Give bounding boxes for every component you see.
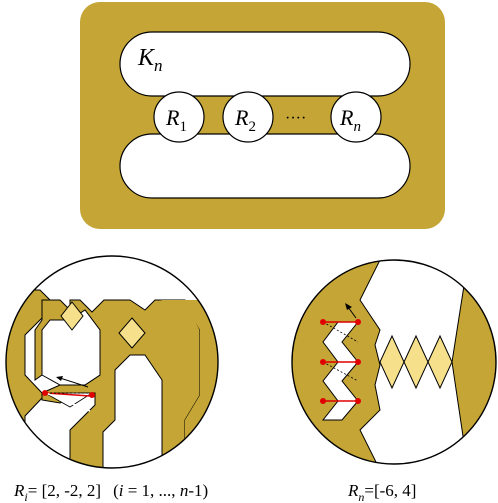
lower-white-hole (119, 133, 411, 199)
tangle-ri-crossing-light (43, 392, 94, 408)
knot-label: Kn (137, 45, 163, 75)
rational-label-1: R1 (165, 105, 187, 135)
tangle-ri-red-segment (45, 392, 91, 397)
rational-tangle-circle-1 (153, 91, 205, 143)
tangle-rn-dot-3 (320, 359, 326, 365)
arrowhead-icon (345, 303, 352, 310)
tangle-ri-white-line (45, 392, 91, 412)
ellipsis-dots: ···· (285, 110, 306, 127)
tangle-ri-arrow-line (59, 377, 89, 388)
knot-diagram-top: Kn R1 R2 Rn ···· (80, 2, 445, 229)
tangle-rn-dot-diag-1 (322, 321, 359, 343)
rational-tangle-circle-2 (222, 91, 274, 143)
tangle-rn-dot-2 (355, 319, 361, 325)
tangle-rn-dot-1 (320, 319, 326, 325)
upper-white-hole (119, 31, 411, 97)
caption-left: Ri= [2, -2, 2](i = 1, ..., n-1) (13, 481, 208, 503)
tangle-rn-dot-diag-2 (322, 361, 359, 382)
rational-tangle-circle-n (330, 91, 382, 143)
tangle-ri-diamond-2 (118, 317, 146, 349)
tangle-rn-zigzag-strip (321, 321, 360, 421)
tangle-ri-outline (5, 255, 219, 469)
tangle-rn-arrow-line (347, 306, 357, 319)
tangle-rn-dot-4 (355, 359, 361, 365)
tangle-rn-dot-6 (355, 398, 361, 404)
rational-label-2: R2 (234, 105, 256, 135)
tangle-rn-dot-5 (320, 398, 326, 404)
caption-right: Rn=[-6, 4] (347, 481, 416, 503)
tangle-ri-diagram (5, 255, 219, 469)
tangle-rn-diagram (291, 259, 497, 465)
rational-label-n: Rn (339, 105, 361, 135)
arrowhead-icon (56, 376, 63, 381)
tangle-ri-diamond-1 (60, 301, 84, 331)
tangle-ri-dot-1 (42, 390, 48, 396)
tangle-rn-outline (291, 259, 497, 465)
tangle-ri-dot-2 (89, 392, 95, 398)
